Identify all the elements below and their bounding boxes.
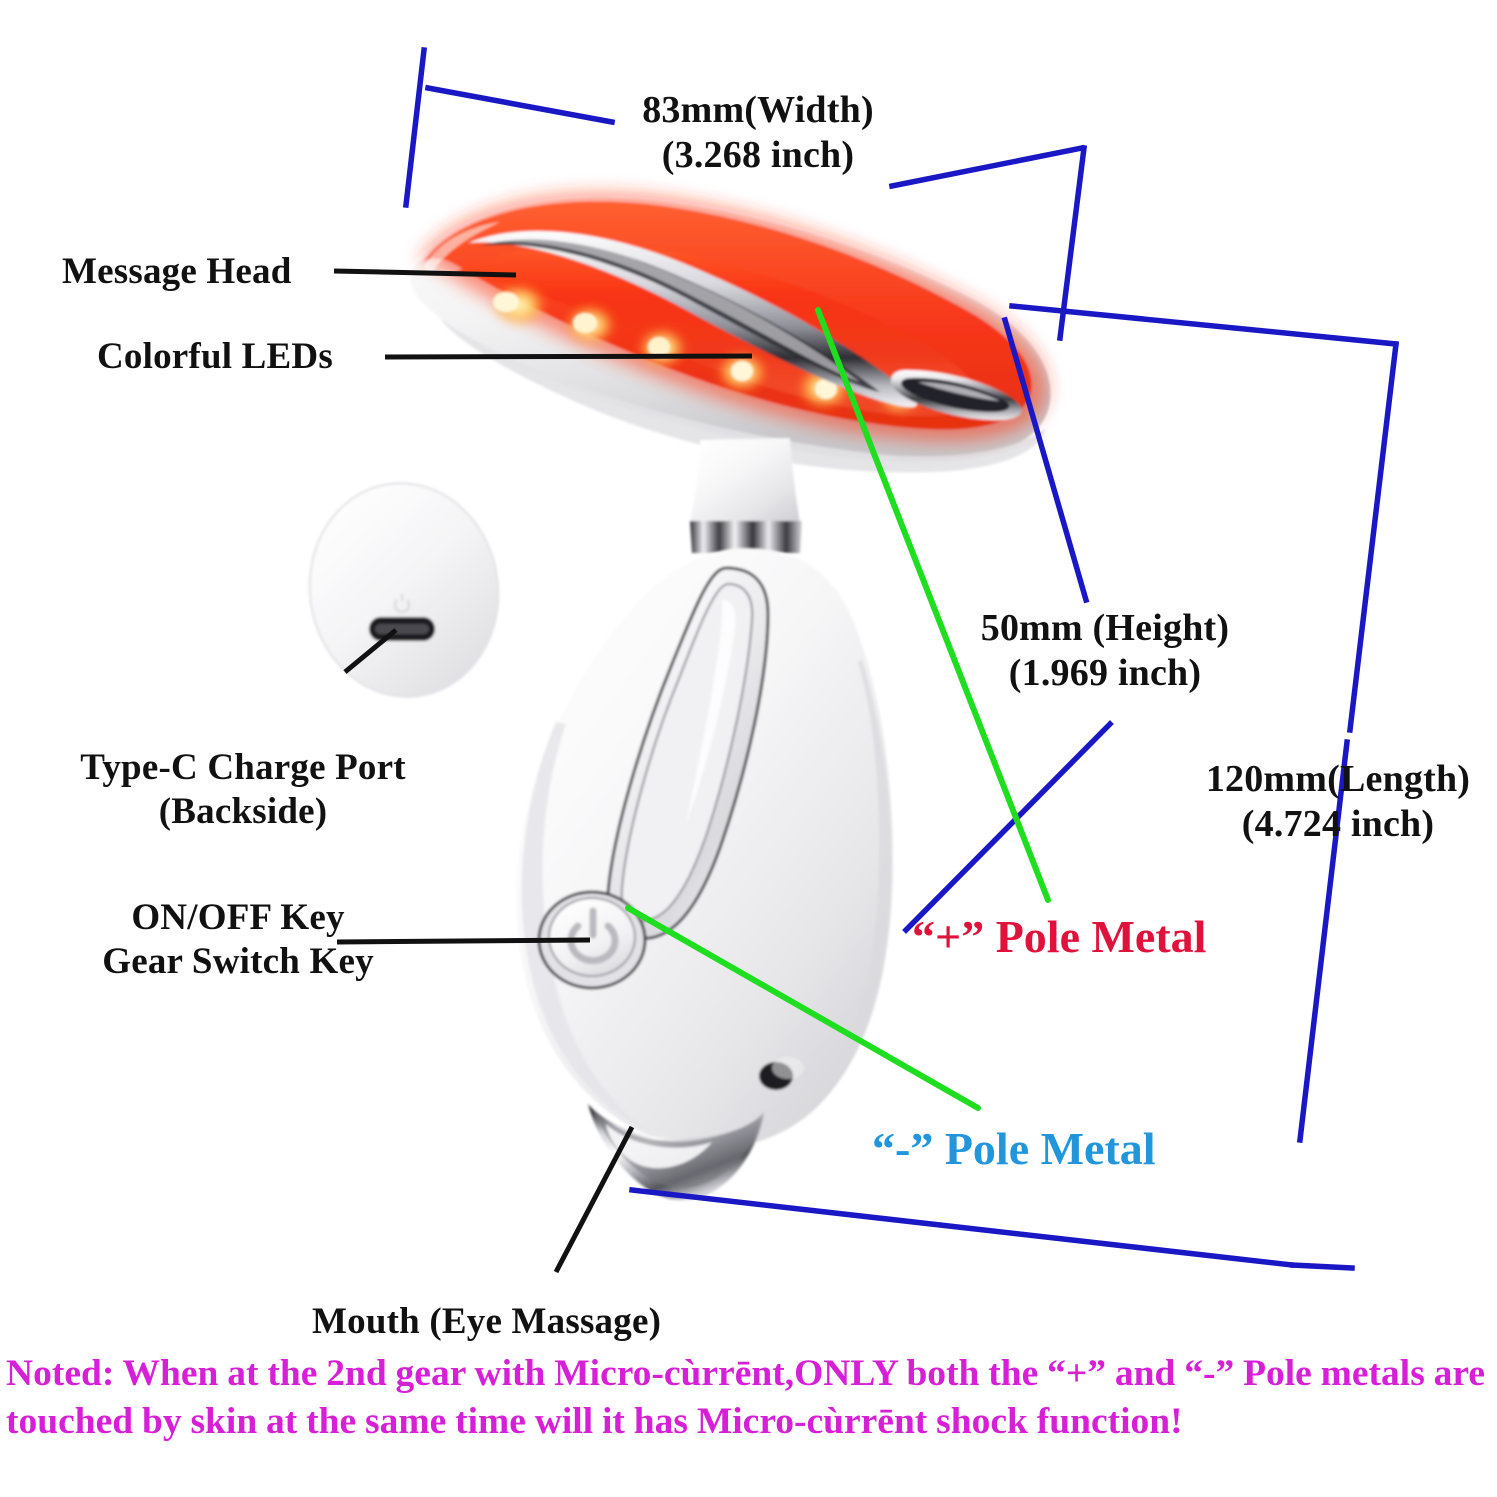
micro-current-note: Noted: When at the 2nd gear with Micro-c… bbox=[6, 1353, 1486, 1442]
dimension-label-width: 83mm(Width) (3.268 inch) bbox=[618, 88, 898, 178]
plus-pole-metal-strip bbox=[468, 231, 918, 408]
gear-switch-key-text: Gear Switch Key bbox=[102, 940, 374, 982]
width-right-arm bbox=[888, 144, 1086, 190]
part-label-type-c-charge-port: Type-C Charge Port (Backside) bbox=[54, 746, 432, 833]
dimension-label-height: 50mm (Height) (1.969 inch) bbox=[960, 606, 1250, 696]
mouth-eye-massage-graphic bbox=[588, 1104, 764, 1201]
onoff-key-leader bbox=[336, 937, 591, 945]
width-left-extension bbox=[402, 46, 428, 209]
width-left-arm bbox=[424, 84, 616, 126]
part-leader-lines bbox=[333, 268, 753, 1274]
device-neck-graphic bbox=[690, 438, 802, 553]
label-plus-pole-metal: “+” Pole Metal bbox=[912, 911, 1207, 962]
colorful-leds-text: Colorful LEDs bbox=[97, 336, 333, 377]
dimension-lines bbox=[402, 46, 1400, 1271]
plus-pole-leader bbox=[815, 307, 1051, 903]
height-upper-leader bbox=[1001, 316, 1090, 604]
part-label-message-head: Message Head bbox=[62, 250, 292, 294]
length-right-extension-upper bbox=[1346, 340, 1400, 734]
colorful-leds-leader bbox=[384, 353, 753, 360]
dimension-width-line2: (3.268 inch) bbox=[661, 133, 855, 176]
power-button-graphic bbox=[537, 890, 647, 990]
mouth-leader bbox=[553, 1125, 635, 1274]
label-minus-pole-metal: “-” Pole Metal bbox=[872, 1123, 1156, 1174]
part-label-mouth-eye-massage: Mouth (Eye Massage) bbox=[312, 1300, 661, 1344]
width-right-extension bbox=[1056, 144, 1088, 342]
pole-metal-lines bbox=[625, 307, 1051, 1111]
neck-chrome-ring bbox=[690, 521, 802, 553]
dimension-width-line1: 83mm(Width) bbox=[642, 89, 874, 131]
dimension-label-length: 120mm(Length) (4.724 inch) bbox=[1188, 757, 1488, 847]
dimension-length-line2: (4.724 inch) bbox=[1241, 802, 1435, 845]
type-c-port-line1: Type-C Charge Port bbox=[80, 747, 406, 788]
length-top-arm bbox=[1008, 302, 1400, 348]
type-c-charge-port-graphic bbox=[308, 482, 500, 698]
dimension-length-line1: 120mm(Length) bbox=[1205, 758, 1471, 800]
dimension-height-line2: (1.969 inch) bbox=[1008, 651, 1202, 694]
mouth-eye-massage-text: Mouth (Eye Massage) bbox=[312, 1301, 662, 1342]
length-right-extension-lower bbox=[1296, 738, 1351, 1144]
part-label-onoff-gear-key: ON/OFF Key Gear Switch Key bbox=[70, 896, 406, 983]
minus-pole-leader bbox=[625, 905, 981, 1111]
length-bottom-arm bbox=[628, 1186, 1296, 1269]
message-head-text: Message Head bbox=[62, 251, 292, 292]
message-head-leader bbox=[333, 268, 517, 278]
part-label-colorful-leds: Colorful LEDs bbox=[97, 335, 333, 379]
onoff-key-text: ON/OFF Key bbox=[131, 897, 345, 938]
length-bottom-tick bbox=[1289, 1262, 1355, 1271]
massage-head-graphic bbox=[410, 193, 1051, 473]
device-body-graphic bbox=[516, 548, 893, 1201]
height-lower-leader bbox=[902, 720, 1114, 934]
type-c-port-leader bbox=[343, 628, 398, 674]
type-c-port-line2: (Backside) bbox=[158, 790, 328, 832]
dimension-height-line1: 50mm (Height) bbox=[980, 607, 1230, 649]
